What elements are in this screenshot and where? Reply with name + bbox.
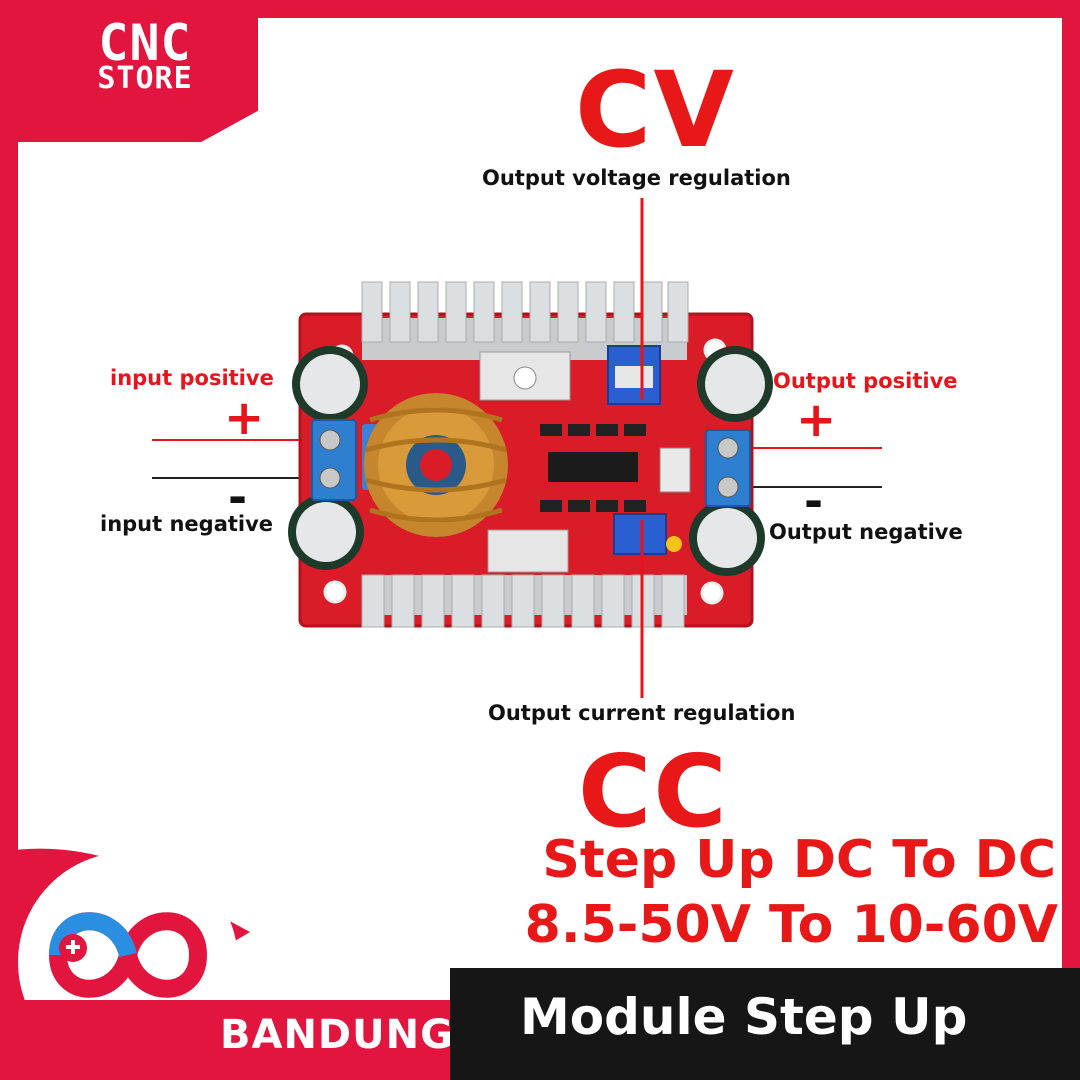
logo-tab <box>0 0 258 142</box>
mount-hole <box>323 580 347 604</box>
shunt-resistor <box>659 447 691 493</box>
inductor-coil <box>364 393 508 537</box>
control-ic <box>548 452 638 482</box>
mount-hole <box>700 581 724 605</box>
location-bar <box>0 1000 480 1080</box>
subtitle-label: Module Step Up <box>520 988 968 1046</box>
capacitor-c1 <box>292 346 368 422</box>
capacitor-c3 <box>697 346 773 422</box>
location-label: BANDUNG <box>220 1012 454 1058</box>
product-title-line2: 8.5-50V To 10-60V <box>524 895 1058 955</box>
voltage-regulation-label: Output voltage regulation <box>482 166 791 190</box>
input-minus-sign: - <box>228 470 248 524</box>
capacitor-c2 <box>288 494 364 570</box>
diode <box>487 529 569 573</box>
logo-cnc: CNC <box>98 14 192 72</box>
input-negative-label: input negative <box>100 512 274 536</box>
cv-heading: CV <box>575 49 736 171</box>
input-positive-label: input positive <box>110 366 274 390</box>
current-potentiometer <box>613 513 667 555</box>
input-plus-sign: + <box>224 390 265 446</box>
output-positive-label: Output positive <box>773 369 958 393</box>
bottom-heatsink <box>361 574 687 628</box>
current-regulation-label: Output current regulation <box>488 701 796 725</box>
output-plus-sign: + <box>796 392 837 448</box>
output-negative-label: Output negative <box>769 520 963 544</box>
product-title-line1: Step Up DC To DC <box>542 830 1056 890</box>
cc-heading: CC <box>578 733 729 850</box>
subtitle-bar <box>450 968 1080 1080</box>
infinity-logo <box>48 912 208 998</box>
output-minus-sign: - <box>804 474 824 528</box>
output-terminal <box>705 429 751 507</box>
capacitor-c4 <box>689 500 765 576</box>
logo-store: STORE <box>97 61 193 96</box>
